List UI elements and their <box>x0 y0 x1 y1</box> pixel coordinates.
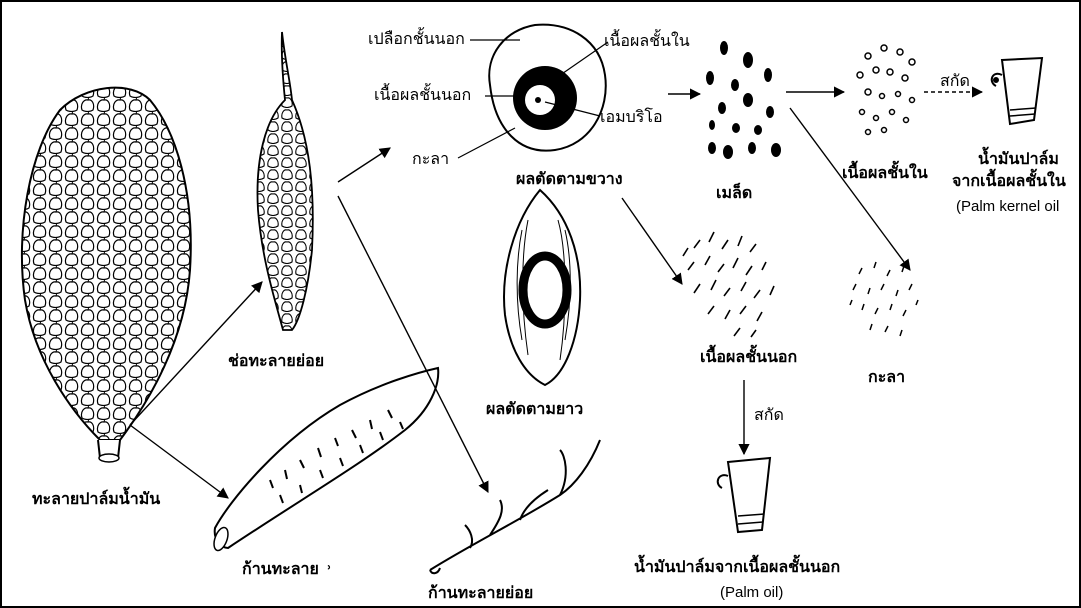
palm-oil-cup-illustration <box>718 458 770 532</box>
shell-fragments-illustration <box>850 262 918 336</box>
label-endosperm-top: เนื้อผลชั้นใน <box>604 32 690 50</box>
label-bunch-stalk: ก้านทะลาย <box>242 560 319 578</box>
label-spikelet: ช่อทะลายย่อย <box>228 352 324 370</box>
label-seeds: เมล็ด <box>716 184 752 202</box>
label-mesocarp-left: เนื้อผลชั้นนอก <box>374 86 471 104</box>
label-embryo: เอมบริโอ <box>600 108 663 126</box>
label-fruit-bunch: ทะลายปาล์มน้ำมัน <box>32 490 160 508</box>
label-palm-oil-th: น้ำมันปาล์มจากเนื้อผลชั้นนอก <box>634 558 840 576</box>
mesocarp-fibers-illustration <box>683 232 774 337</box>
label-stalk-mark: ˒ <box>326 560 332 578</box>
spikelet-illustration <box>257 32 312 330</box>
label-extract-top: สกัด <box>940 72 970 90</box>
label-long-section: ผลตัดตามยาว <box>486 400 583 418</box>
label-exocarp: เปลือกชั้นนอก <box>368 30 465 48</box>
label-shell: กะลา <box>868 368 905 386</box>
seeds-illustration <box>706 41 781 159</box>
long-section-fruit <box>504 190 580 385</box>
label-kernel-oil-th-2: จากเนื้อผลชั้นใน <box>952 172 1066 190</box>
label-kernel: เนื้อผลชั้นใน <box>842 164 928 182</box>
label-palm-oil-en: (Palm oil) <box>720 584 783 602</box>
label-kernel-oil-en: (Palm kernel oil <box>956 198 1059 216</box>
label-extract-bottom: สกัด <box>754 406 784 424</box>
label-shell-left: กะลา <box>412 150 449 168</box>
kernel-oil-cup-illustration <box>992 58 1042 124</box>
label-kernel-oil-th-1: น้ำมันปาล์ม <box>978 150 1059 168</box>
label-sub-stalk: ก้านทะลายย่อย <box>428 584 533 602</box>
kernel-illustration <box>857 45 915 135</box>
sub-stalk-illustration <box>430 440 600 573</box>
fruit-bunch-illustration <box>22 88 191 462</box>
bunch-stalk-illustration <box>211 368 438 552</box>
label-mesocarp: เนื้อผลชั้นนอก <box>700 348 797 366</box>
label-cross-section: ผลตัดตามขวาง <box>516 170 623 188</box>
